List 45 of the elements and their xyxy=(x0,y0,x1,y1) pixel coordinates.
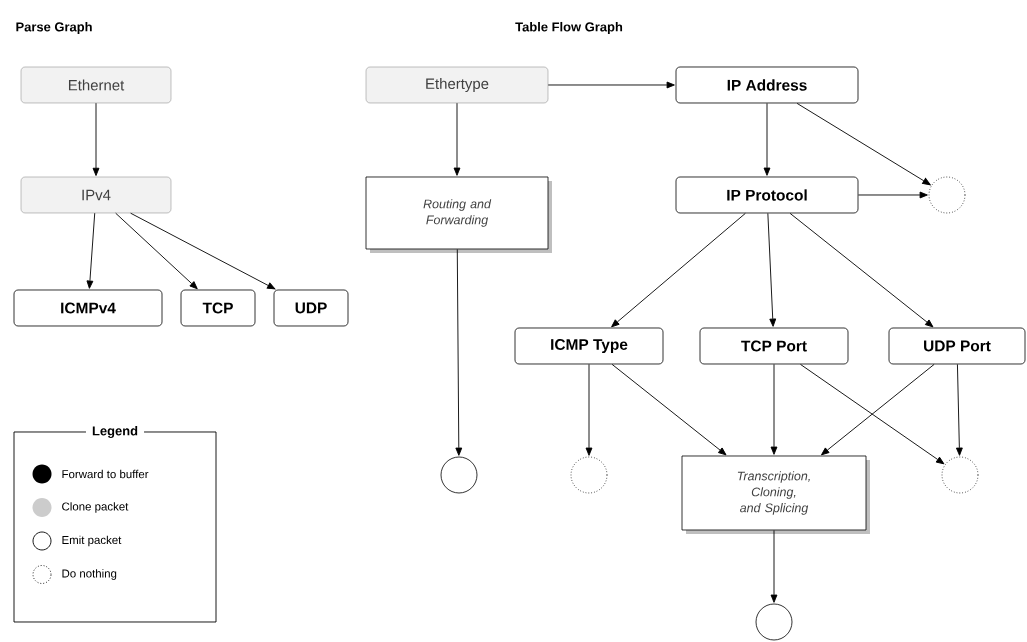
legend-text: Emit packet xyxy=(62,535,122,547)
process-box: Routing and Forwarding xyxy=(365,176,552,253)
dotted-circle xyxy=(941,456,979,494)
arrow xyxy=(821,363,935,456)
table-box: ICMPv4 xyxy=(13,289,163,327)
arrow xyxy=(115,212,198,290)
arrow xyxy=(770,529,778,603)
arrow xyxy=(955,363,963,456)
arrow xyxy=(611,363,727,456)
table-box: Ethertype xyxy=(365,66,549,104)
table-box: IP Address xyxy=(675,66,859,104)
heading: Table Flow Graph xyxy=(515,21,623,35)
arrow xyxy=(86,212,96,289)
circle xyxy=(755,603,793,641)
table-box: UDP Port xyxy=(888,327,1026,365)
arrow xyxy=(770,363,778,455)
dotted-circle xyxy=(928,176,966,214)
arrow xyxy=(130,212,276,290)
arrow xyxy=(800,363,945,465)
arrow xyxy=(611,212,746,328)
table-box: Ethernet xyxy=(20,66,172,104)
arrow xyxy=(453,102,461,176)
arrow xyxy=(857,191,928,199)
arrow xyxy=(92,102,100,176)
legend-text: Do nothing xyxy=(62,569,117,580)
legend-text: Forward to buffer xyxy=(62,469,149,479)
table-box: IP Protocol xyxy=(675,176,859,214)
table-box: IPv4 xyxy=(20,176,172,214)
dotted-circle xyxy=(570,456,608,494)
heading: Parse Graph xyxy=(16,21,92,35)
table-box: TCP Port xyxy=(699,327,849,365)
arrow xyxy=(789,212,934,328)
arrow xyxy=(767,212,777,327)
arrow xyxy=(763,102,771,176)
arrow xyxy=(796,102,931,186)
legend-title: Legend xyxy=(86,422,145,442)
arrow xyxy=(585,363,593,456)
table-box: ICMP Type xyxy=(514,327,664,365)
table-box: TCP xyxy=(180,289,256,327)
arrow xyxy=(547,81,675,89)
legend-text: Clone packet xyxy=(62,502,129,513)
arrow xyxy=(455,248,463,456)
process-box: Transcription, Cloning, and Splicing xyxy=(681,455,870,534)
circle xyxy=(440,456,478,494)
table-box: UDP xyxy=(273,289,349,327)
